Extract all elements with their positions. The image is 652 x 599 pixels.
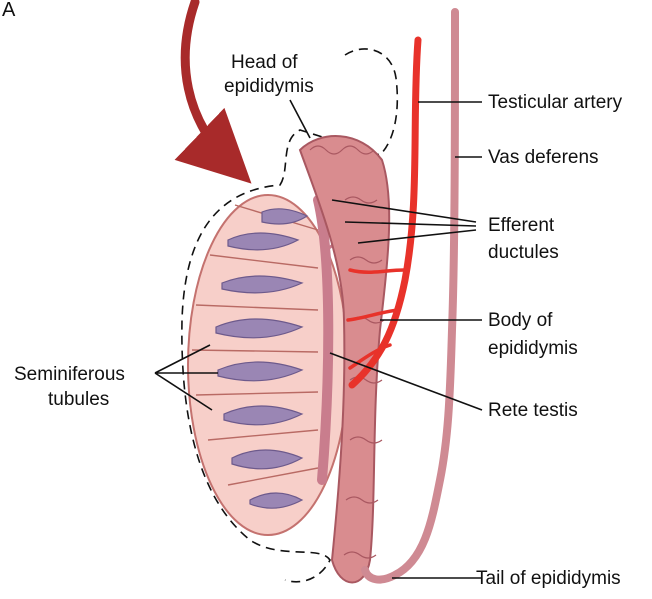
label-head-of-epididymis-line1: Head of (231, 52, 298, 73)
label-tail-of-epididymis: Tail of epididymis (476, 568, 621, 589)
panel-letter: A (2, 0, 16, 21)
label-head-of-epididymis-line2: epididymis (224, 76, 314, 97)
label-seminiferous-tubules-line1: Seminiferous (14, 364, 125, 385)
leader-head-of-epididymis (290, 100, 310, 138)
label-efferent-ductules-line1: Efferent (488, 215, 555, 236)
label-body-of-epididymis-line1: Body of (488, 310, 553, 331)
label-seminiferous-tubules-line2: tubules (48, 389, 109, 410)
label-testicular-artery: Testicular artery (488, 92, 623, 113)
label-body-of-epididymis-line2: epididymis (488, 338, 578, 359)
label-efferent-ductules-line2: ductules (488, 242, 559, 263)
label-vas-deferens: Vas deferens (488, 147, 599, 168)
label-rete-testis: Rete testis (488, 400, 578, 421)
